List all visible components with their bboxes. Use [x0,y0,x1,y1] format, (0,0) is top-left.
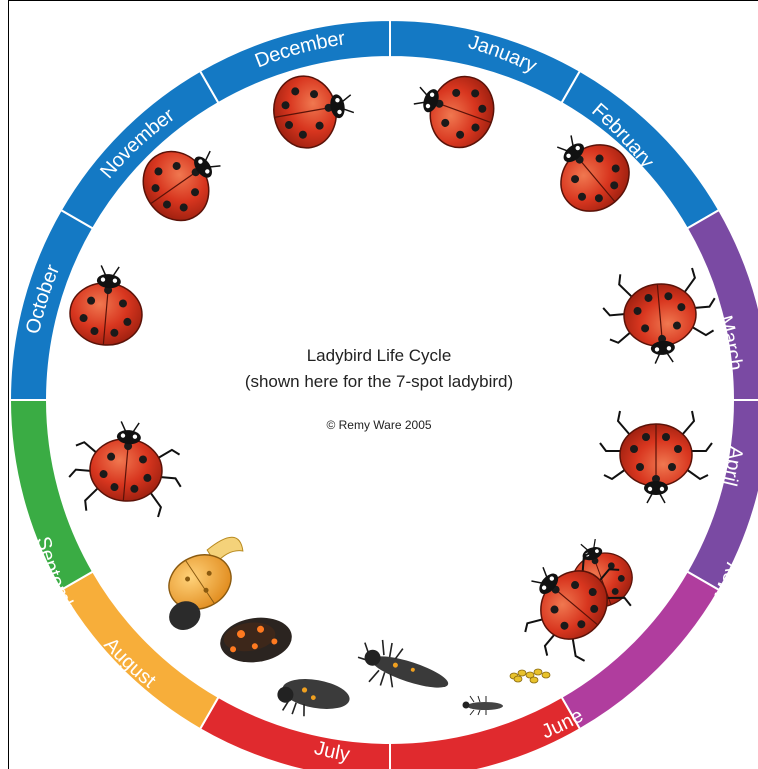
ladybird-october [67,263,146,348]
copyright-credit: © Remy Ware 2005 [0,418,758,432]
ladybird-december [268,68,358,153]
ladybird-september [66,417,186,518]
pupa [217,613,294,667]
diagram-title: Ladybird Life Cycle [0,346,758,366]
small-larva [463,696,504,715]
larva [352,634,455,705]
ladybird-january [405,62,504,157]
egg-cluster [510,669,550,683]
larva-july [274,674,352,724]
diagram-subtitle: (shown here for the 7-spot ladybird) [0,372,758,392]
